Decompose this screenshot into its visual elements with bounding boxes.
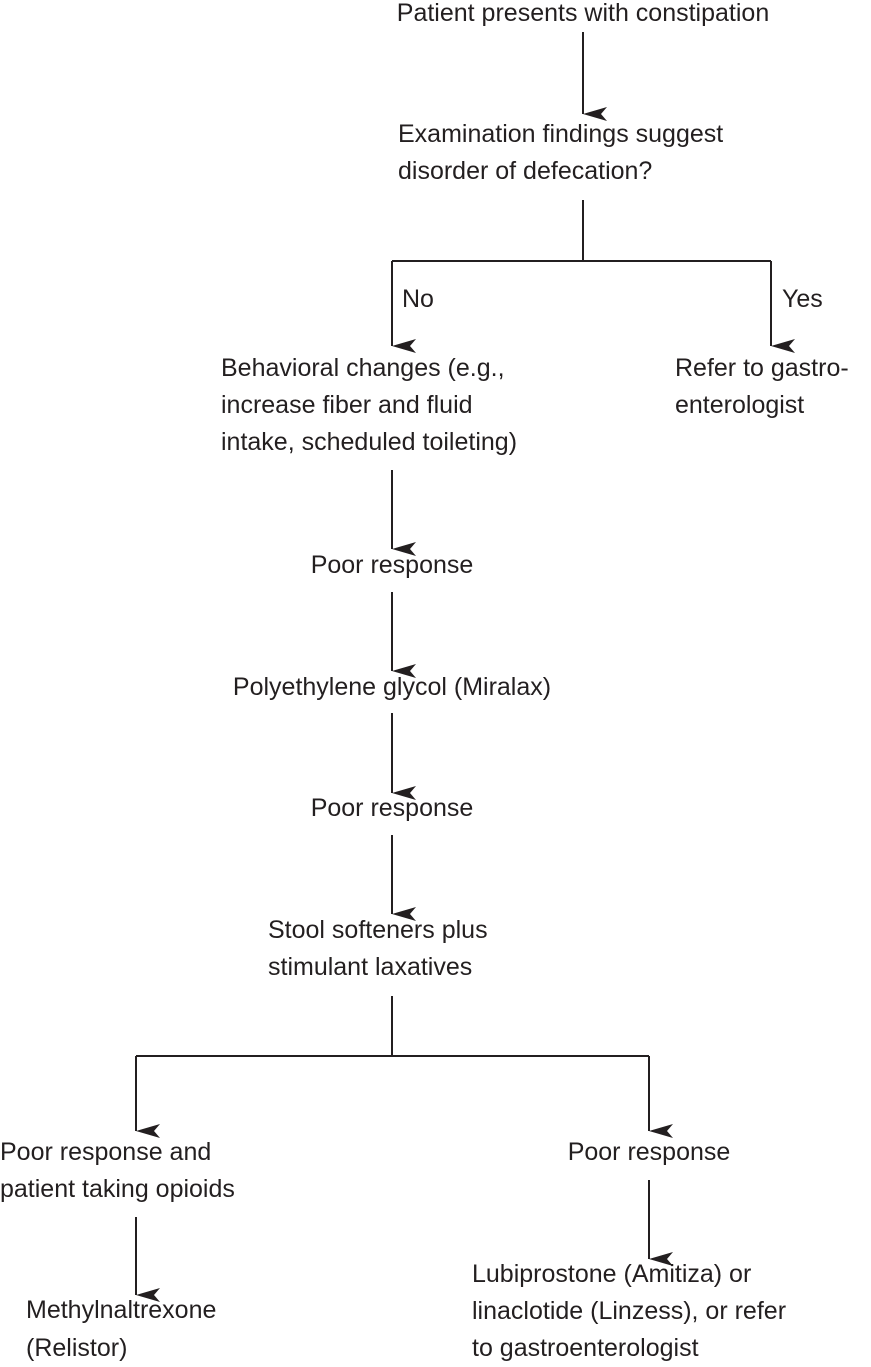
node-methyl-line: (Relistor) (26, 1334, 128, 1362)
node-poor-opioids-line: Poor response and (0, 1138, 212, 1166)
node-poor-response-3: Poor response (567, 1138, 731, 1166)
node-refer-line: enterologist (675, 391, 805, 419)
edge-label-no: No (402, 285, 434, 313)
node-behavioral-line: intake, scheduled toileting) (221, 428, 518, 456)
node-poor-response-2: Poor response (310, 794, 474, 822)
node-exam-line: disorder of defecation? (398, 157, 653, 185)
node-behavioral-line: Behavioral changes (e.g., (221, 354, 505, 382)
node-start: Patient presents with constipation (396, 0, 770, 27)
node-stool-line: Stool softeners plus (268, 916, 488, 944)
node-lubi-line: to gastroenterologist (472, 1334, 699, 1362)
edge-label-yes: Yes (782, 285, 823, 313)
node-methyl-line: Methylnaltrexone (26, 1296, 217, 1324)
node-refer-line: Refer to gastro- (675, 354, 849, 382)
node-lubi-line: linaclotide (Linzess), or refer (472, 1297, 787, 1325)
node-exam-line: Examination findings suggest (398, 120, 724, 148)
node-poor-opioids-line: patient taking opioids (0, 1175, 235, 1203)
node-behavioral-line: increase fiber and fluid (221, 391, 473, 419)
node-lubi-line: Lubiprostone (Amitiza) or (472, 1260, 752, 1288)
node-stool-line: stimulant laxatives (268, 953, 473, 981)
node-poor-response-1: Poor response (310, 551, 474, 579)
node-peg: Polyethylene glycol (Miralax) (232, 673, 552, 701)
